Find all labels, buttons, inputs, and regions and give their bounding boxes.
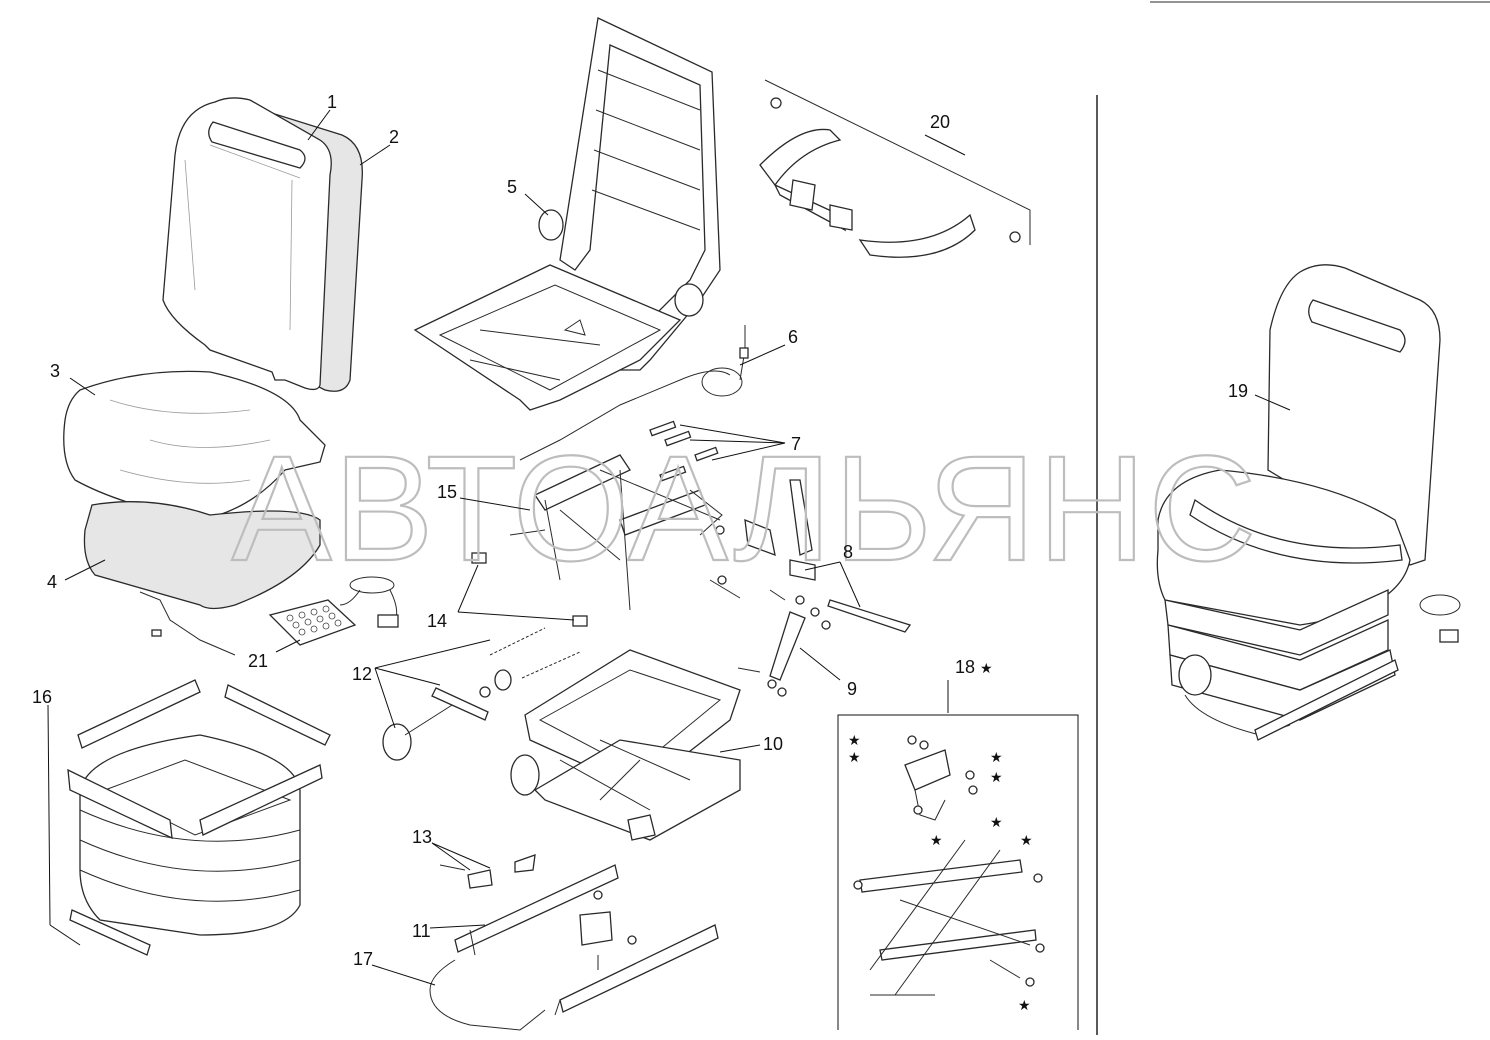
callouts: 1 2 3 4 5 6 7 8 9 10 11 12 13 14 15 16 1… [32, 92, 1248, 969]
callout-18: 18 [955, 657, 975, 677]
lift-mechanism [509, 420, 723, 611]
seat-frame [413, 17, 721, 411]
callout-12: 12 [352, 664, 372, 684]
callout-10: 10 [763, 734, 783, 754]
seat-belt [759, 79, 1031, 258]
callout-19: 19 [1228, 381, 1248, 401]
star-markers: ★ ★ ★ ★ ★ ★ ★ ★ ★ [848, 660, 1033, 1013]
star-marker: ★ [848, 749, 861, 765]
heater-wire [139, 591, 236, 656]
callout-20: 20 [930, 112, 950, 132]
suspension-unit [510, 649, 741, 841]
seat-base-foam [83, 501, 321, 610]
callout-14: 14 [427, 611, 447, 631]
belt-anchor [709, 479, 912, 633]
leader-lines [47, 109, 1291, 986]
star-marker: ★ [1018, 997, 1031, 1013]
callout-9: 9 [847, 679, 857, 699]
star-marker: ★ [990, 749, 1003, 765]
adjust-cable [519, 325, 749, 461]
clips [471, 552, 588, 627]
adjust-knob-set [382, 627, 581, 761]
bellows-cover [67, 679, 331, 956]
callout-15: 15 [437, 482, 457, 502]
callout-1: 1 [327, 92, 337, 112]
star-marker: ★ [930, 832, 943, 848]
inset-detail-box [837, 714, 1079, 1030]
callout-11: 11 [412, 921, 431, 941]
star-marker: ★ [1020, 832, 1033, 848]
callout-3: 3 [50, 361, 60, 381]
callout-2: 2 [389, 127, 399, 147]
star-marker: ★ [848, 732, 861, 748]
backrest-cushion [162, 97, 363, 392]
assembled-seat [1156, 264, 1461, 741]
star-marker: ★ [990, 769, 1003, 785]
callout-5: 5 [507, 177, 517, 197]
callout-21: 21 [248, 651, 268, 671]
callout-7: 7 [791, 434, 801, 454]
small-brackets [439, 854, 536, 889]
callout-13: 13 [412, 827, 432, 847]
callout-17: 17 [353, 949, 373, 969]
callout-6: 6 [788, 327, 798, 347]
callout-16: 16 [32, 687, 52, 707]
star-marker: ★ [990, 814, 1003, 830]
seat-cushion [63, 370, 326, 521]
slide-handle [429, 959, 546, 1031]
heating-pad [268, 576, 399, 646]
star-marker: ★ [980, 660, 993, 676]
callout-8: 8 [843, 542, 853, 562]
gas-spring [737, 607, 831, 697]
callout-4: 4 [47, 572, 57, 592]
watermark-text: АВТОАЛЬЯНС [232, 424, 1259, 592]
slide-rails [454, 864, 719, 1016]
